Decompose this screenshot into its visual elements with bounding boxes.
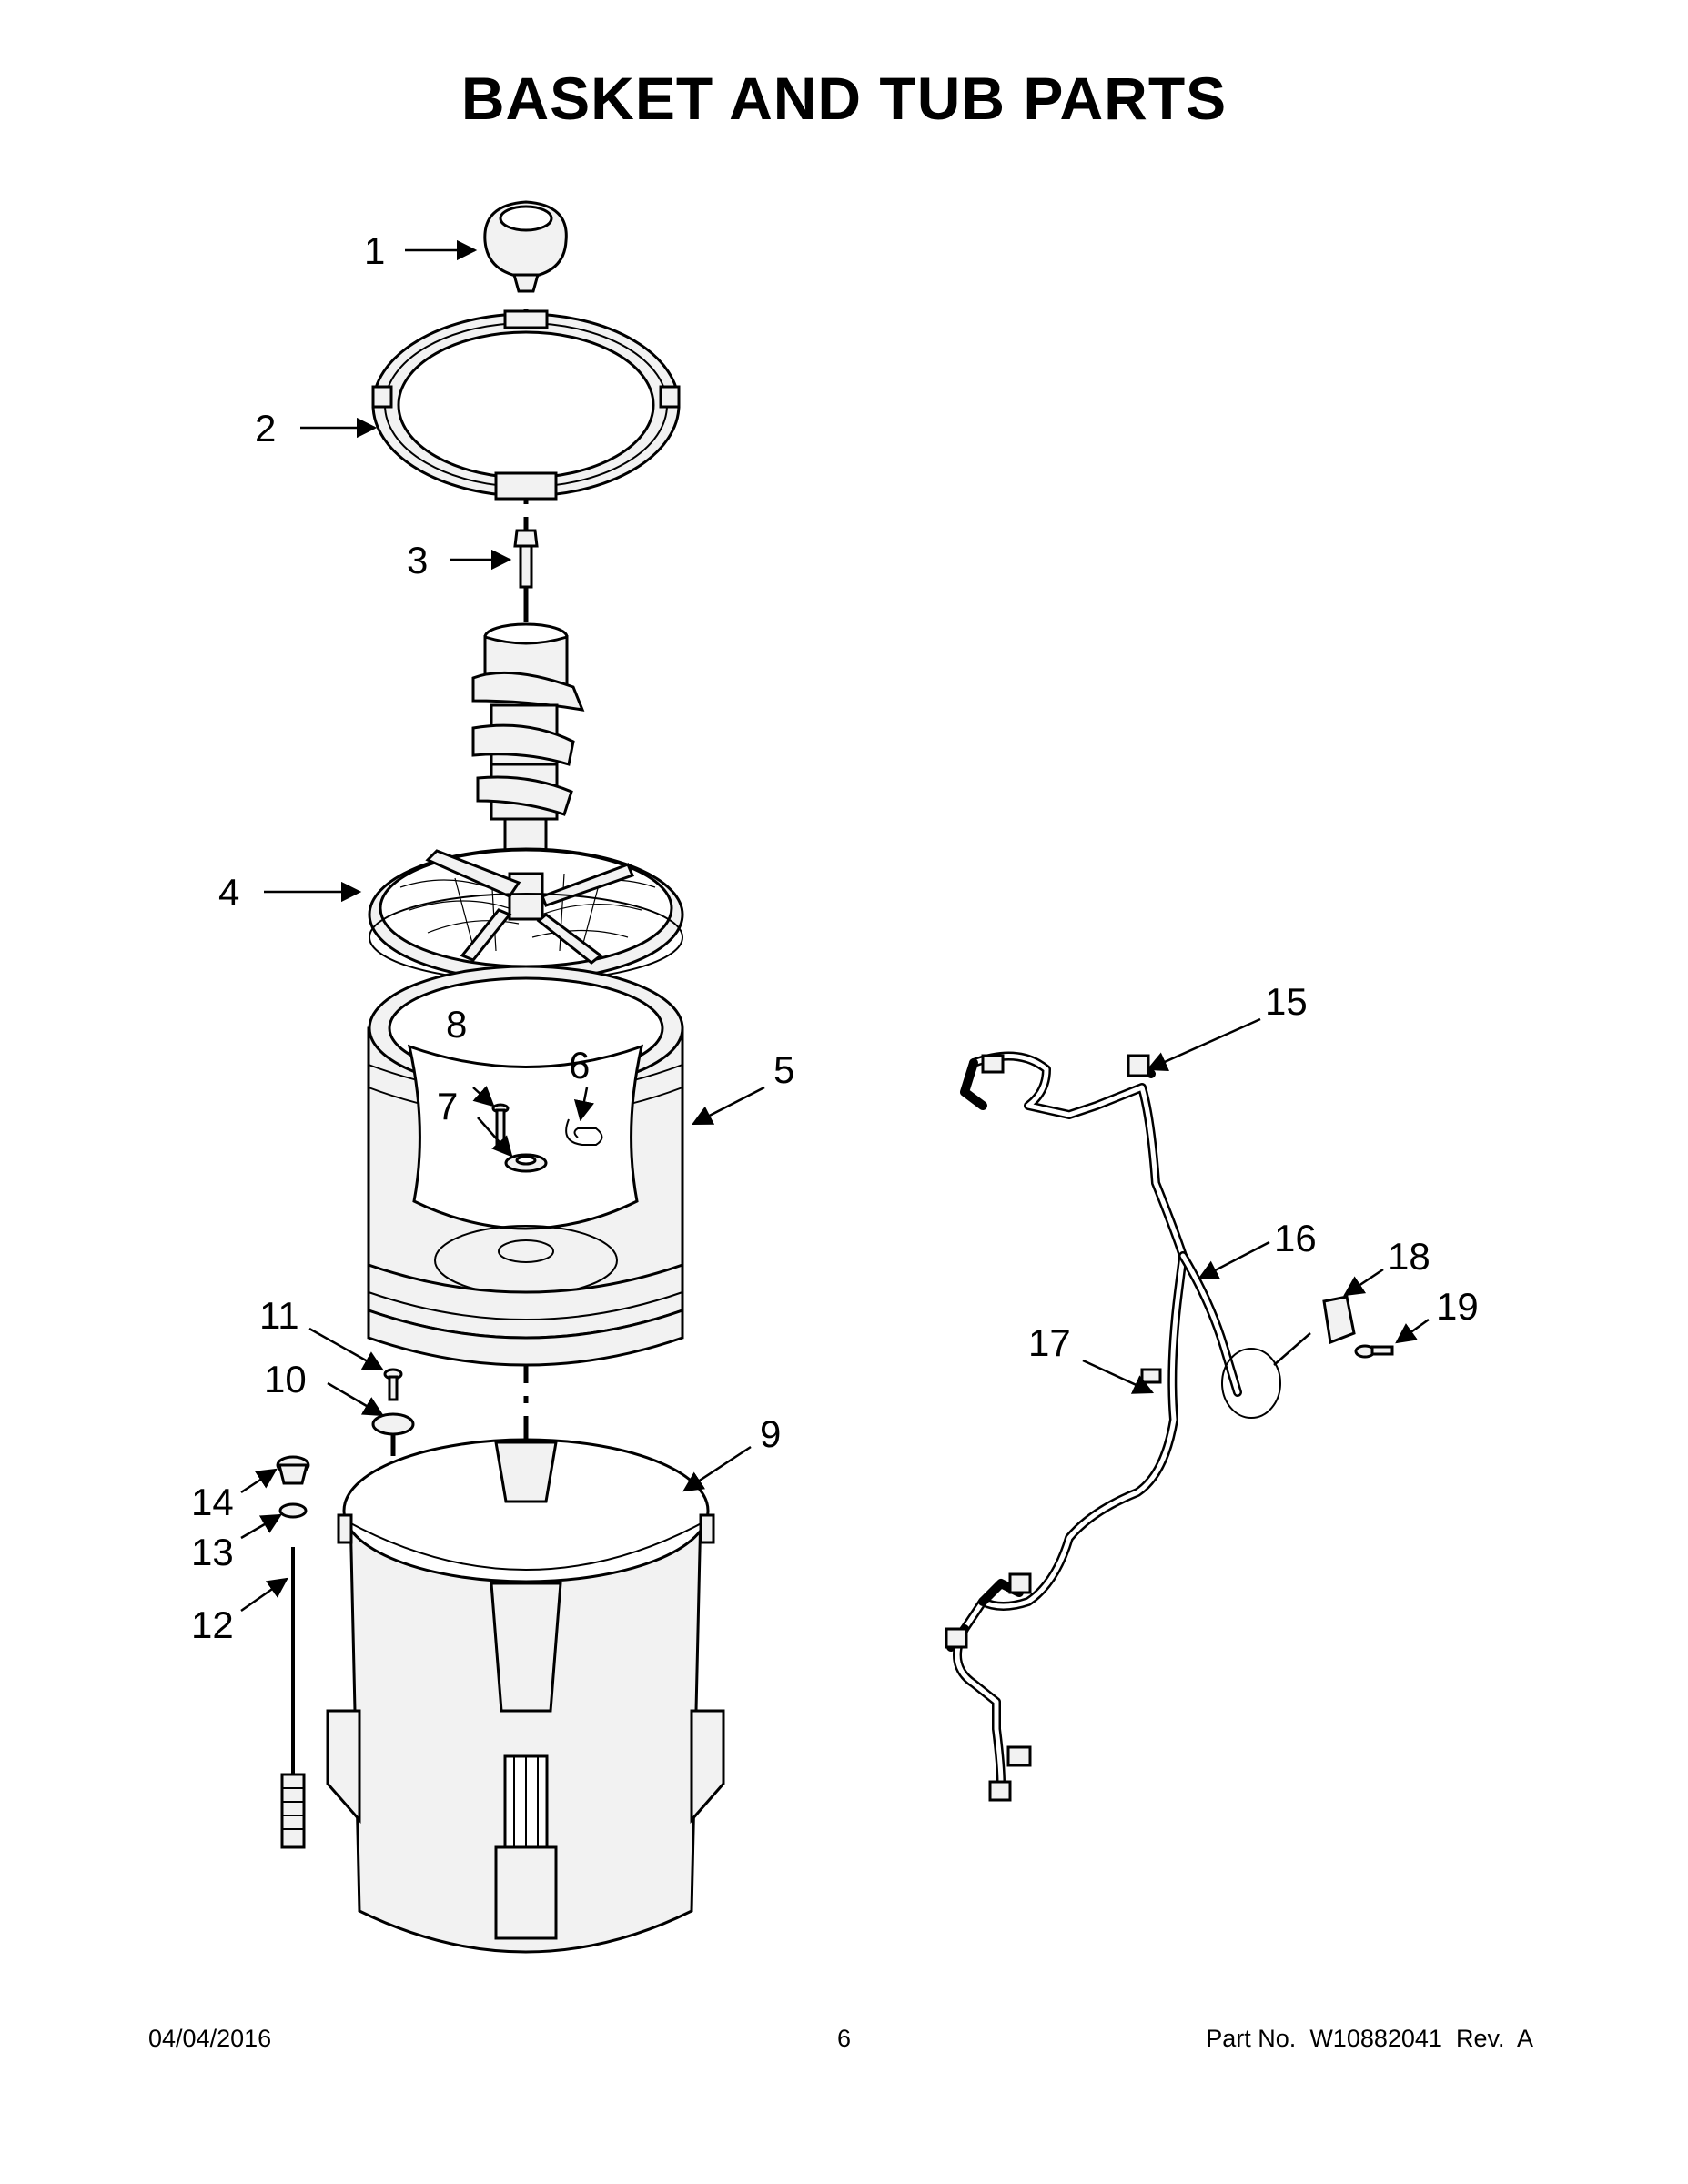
part-19-screw — [1354, 1344, 1394, 1359]
callout-6: 6 — [569, 1044, 590, 1087]
part-number-value: W10882041 — [1309, 2025, 1442, 2052]
callout-16: 16 — [1274, 1217, 1317, 1259]
callout-15: 15 — [1265, 980, 1308, 1023]
callout-17: 17 — [1028, 1321, 1071, 1364]
part-4-impeller — [368, 847, 684, 982]
part-7-hub — [504, 1153, 548, 1173]
part-5-basket — [367, 965, 684, 1367]
callout-13: 13 — [191, 1531, 234, 1573]
part-3-bolt — [513, 529, 539, 589]
part-11-screw — [383, 1368, 403, 1401]
part-15-wire-harness — [945, 1051, 1242, 1802]
part-2-basket-ring — [371, 309, 681, 500]
callout-18: 18 — [1388, 1235, 1430, 1278]
callout-8: 8 — [446, 1003, 467, 1046]
part-6-clip — [565, 1118, 603, 1146]
part-14-rod-cap — [276, 1455, 310, 1485]
part-label: Part No. — [1206, 2025, 1297, 2052]
part-9-tub — [326, 1438, 725, 1954]
callout-7: 7 — [437, 1085, 458, 1127]
callout-12: 12 — [191, 1603, 234, 1646]
callout-1: 1 — [364, 229, 385, 272]
part-12-suspension-rod — [280, 1547, 306, 1849]
agitator-auger — [471, 622, 585, 875]
part-1-cap — [483, 200, 568, 293]
callout-labels: 1 2 3 4 5 6 7 8 9 10 11 12 13 14 15 16 1… — [191, 229, 1479, 1646]
footer-date: 04/04/2016 — [148, 2025, 272, 2052]
part-18-clip — [1322, 1295, 1356, 1345]
footer-page-number: 6 — [836, 2025, 852, 2052]
revision-label: Rev. A — [1455, 2025, 1533, 2052]
callout-11: 11 — [259, 1294, 299, 1337]
part-10-plate — [371, 1412, 415, 1436]
detail-circle — [1221, 1348, 1281, 1419]
callout-5: 5 — [773, 1048, 794, 1091]
page-title: BASKET AND TUB PARTS — [460, 65, 1228, 132]
callout-2: 2 — [255, 407, 276, 450]
callout-19: 19 — [1436, 1285, 1479, 1328]
callout-3: 3 — [407, 539, 428, 581]
footer-part-number: Part No. W10882041 Rev. A — [1206, 2025, 1533, 2053]
part-8-screw — [491, 1103, 510, 1148]
part-13-washer — [278, 1502, 308, 1519]
callout-14: 14 — [191, 1481, 234, 1523]
callout-9: 9 — [760, 1412, 781, 1455]
callout-10: 10 — [264, 1358, 307, 1400]
leader-lines — [240, 239, 1430, 1613]
callout-4: 4 — [218, 871, 239, 914]
